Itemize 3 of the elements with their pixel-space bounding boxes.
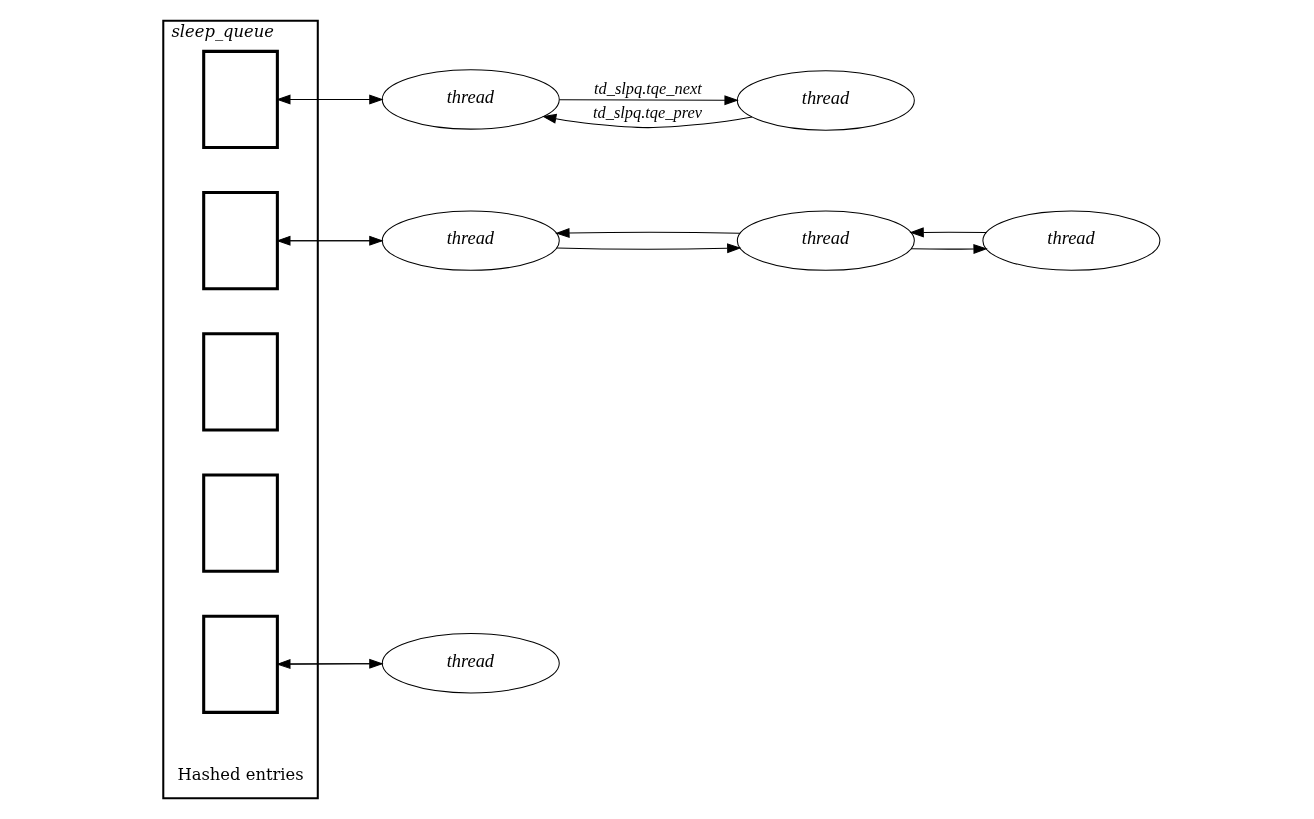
edge-label: td_slpq.tqe_prev (592, 102, 702, 122)
edge-label: td_slpq.tqe_next (593, 79, 702, 99)
node-label: Hashed entries (176, 764, 304, 784)
